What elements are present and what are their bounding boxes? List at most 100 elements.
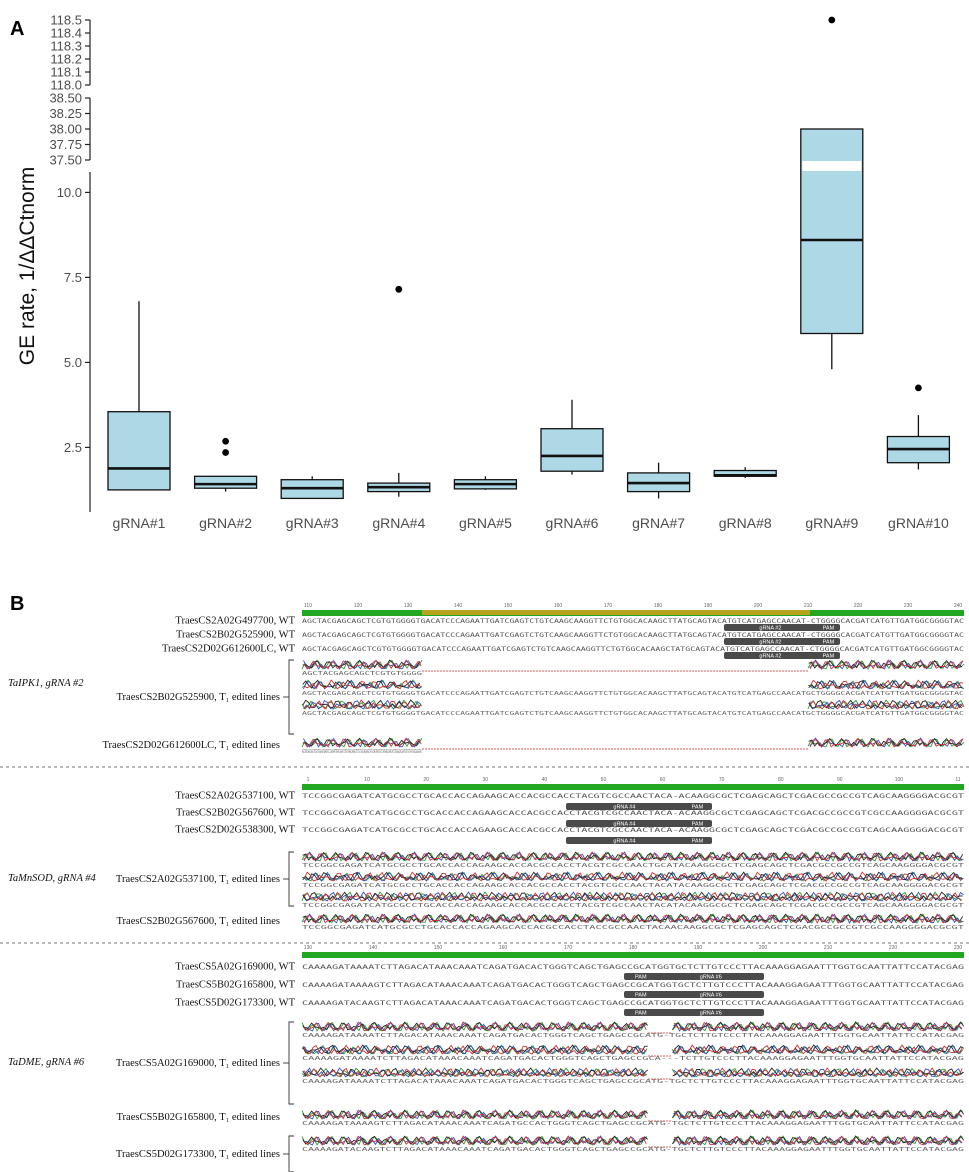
trace-c — [303, 1044, 646, 1055]
ruler-tick-label: 30 — [482, 777, 488, 783]
y-tick-label: 37.75 — [49, 137, 82, 152]
chromatogram-track: AGCTACGAGCAGCTCGTGTGGGGTGACATCCCAGAATTGA… — [301, 737, 965, 755]
trace-c — [303, 1135, 646, 1146]
read-sequence: AGCTACGAGCAGCTCGTGTGGGG — [302, 671, 422, 677]
trace-a — [301, 871, 963, 882]
read-sequence: TCCGGCGAGATCATGCGCCTGCACCACCAGAAGCACCACG… — [302, 903, 965, 909]
trace-t — [303, 913, 962, 924]
chromatogram-track: CAAAAGATAAAAGTCTTAGACATAAACAAATCAGATGCCA… — [301, 1109, 965, 1127]
ruler-tick-label: 20 — [423, 777, 429, 783]
trace-g — [672, 1067, 964, 1077]
y-tick-label: 38.00 — [49, 122, 82, 137]
trace-t — [303, 891, 962, 902]
chromatogram-track: AGCTACGAGCAGCTCGTGTGGGGTGACATCCCAGAATTGA… — [301, 679, 965, 697]
trace-t — [673, 1109, 963, 1120]
x-tick-label: gRNA#5 — [459, 515, 512, 531]
ruler-tick-label: 160 — [554, 603, 563, 609]
edited-line-label: TraesCS2D02G612600LC, T₁ edited lines — [103, 740, 281, 751]
grna-annotation-bar — [724, 638, 840, 645]
ruler-tick-label: 1 — [307, 777, 310, 783]
edited-line-label: TraesCS2B02G525900, T₁ edited lines — [117, 692, 281, 703]
edited-bracket — [288, 659, 294, 735]
trace-g — [302, 1135, 648, 1145]
outlier-point — [828, 16, 836, 24]
ruler-tick-label: 110 — [304, 603, 312, 609]
trace-t — [809, 737, 964, 748]
ruler-tick-label: 80 — [778, 777, 784, 783]
trace-t — [673, 1021, 963, 1032]
read-sequence: CAAAAGATACAAGTCTTAGACATAAACAAATCAGATGACA… — [302, 1147, 964, 1153]
gene-label: TaDME, gRNA #6 — [8, 1057, 85, 1068]
y-tick-label: 5.0 — [64, 355, 82, 370]
box-gRNA#6 — [540, 399, 604, 475]
box-gRNA#1 — [107, 301, 171, 491]
read-sequence: CAAAAGATAAAATCTTAGACATAAACAAATCAGATGACAC… — [302, 1056, 964, 1062]
chromatogram-track: CAAAAGATAAAATCTTAGACATAAACAAATCAGATGACAC… — [301, 1067, 964, 1085]
trace-c — [303, 679, 421, 690]
read-sequence: AGCTACGAGCAGCTCGTGTGGGGTGACATCCCAGAATTGA… — [302, 691, 964, 697]
trace-t — [809, 659, 964, 670]
trace-g — [672, 1135, 965, 1145]
trace-t — [809, 679, 964, 690]
chromatogram-track: AGCTACGAGCAGCTCGTGTGGGG — [301, 659, 965, 677]
reference-label: TraesCS2B02G525900, WT — [176, 630, 296, 641]
x-tick-label: gRNA#3 — [286, 515, 339, 531]
box-gRNA#2 — [193, 437, 258, 492]
trace-t — [303, 699, 422, 710]
read-sequence: TCCGGCGAGATCATGCGCCTGCACCACCAGAAGCACCACG… — [302, 925, 965, 931]
chromatogram-track: AGCTACGAGCAGCTCGTGTGGGGTGACATCCCAGAATTGA… — [301, 699, 965, 717]
box-gRNA#8 — [713, 467, 777, 478]
ruler-tick-label: 150 — [434, 945, 443, 951]
annotation-label: PAM — [635, 975, 647, 981]
ruler-tick-label: 190 — [704, 603, 713, 609]
reference-sequence: TCCGGCGAGATCATGCGCCTGCACCACCAGAAGCACCACG… — [302, 793, 964, 800]
ruler-tick-label: 220 — [889, 945, 898, 951]
y-tick-label: 7.5 — [64, 270, 82, 285]
ruler-tick-label: 40 — [542, 777, 548, 783]
ruler-tick-label: 140 — [454, 603, 463, 609]
reference-sequence: CAAAAGATACAAGTCTTAGACATAAACAAATCAGATGACA… — [302, 1000, 964, 1007]
trace-c — [303, 659, 421, 670]
edited-line-label: TraesCS5A02G169000, T₁ edited lines — [116, 1058, 280, 1069]
reference-sequence: AGCTACGAGCAGCTCGTGTGGGGTGACATCCCAGAATTGA… — [302, 618, 964, 625]
x-tick-label: gRNA#6 — [546, 515, 599, 531]
box-iqr — [540, 428, 604, 472]
y-tick-label: 10.0 — [57, 185, 82, 200]
reference-label: TraesCS2B02G567600, WT — [176, 808, 296, 819]
ruler-tick-label: 60 — [660, 777, 666, 783]
grna-annotation-bar — [566, 837, 712, 844]
annotation-label: gRNA #6 — [700, 975, 722, 981]
trace-t — [303, 737, 422, 748]
chromatogram-track: TCCGGCGAGATCATGCGCCTGCACCACCAGAAGCACCACG… — [301, 891, 965, 909]
ruler-tick-label: 10 — [364, 777, 370, 783]
gene-label: TaIPK1, gRNA #2 — [8, 678, 84, 689]
ruler-tick-label: 50 — [601, 777, 607, 783]
reference-sequence: AGCTACGAGCAGCTCGTGTGGGGTGACATCCCAGAATTGA… — [302, 632, 964, 639]
chromatogram-track: CAAAAGATACAAGTCTTAGACATAAACAAATCAGATGACA… — [301, 1135, 965, 1153]
grna-annotation-bar — [566, 820, 712, 827]
trace-g — [302, 699, 420, 709]
annotation-label: PAM — [692, 839, 704, 845]
annotation-label: gRNA #4 — [613, 839, 635, 845]
y-tick-label: 2.5 — [64, 440, 82, 455]
grna-annotation-bar — [624, 991, 764, 998]
trace-t — [303, 679, 422, 690]
read-sequence: AGCTACGAGCAGCTCGTGTGGGGTGACATCCCAGAATTGA… — [302, 711, 964, 717]
ruler-tick-label: 230 — [904, 603, 913, 609]
boxplot-chart: 118.0118.1118.2118.3118.4118.537.5037.75… — [16, 13, 951, 531]
trace-c — [673, 1067, 962, 1078]
chromatogram-track: TCCGGCGAGATCATGCGCCTGCACCACCAGAAGCACCACG… — [301, 851, 965, 869]
reference-label: TraesCS2A02G497700, WT — [175, 616, 295, 627]
ruler-tick-label: 230 — [954, 945, 963, 951]
trace-t — [303, 1109, 647, 1120]
trace-t — [303, 1135, 647, 1146]
y-tick-label: 38.25 — [49, 106, 82, 121]
consensus-bar — [302, 784, 964, 790]
box-gRNA#4 — [367, 285, 431, 497]
ruler-tick-label: 130 — [304, 945, 313, 951]
ruler-tick-label: 120 — [354, 603, 363, 609]
trace-a — [671, 1021, 964, 1032]
trace-c — [303, 1021, 646, 1032]
trace-c — [673, 1044, 962, 1055]
